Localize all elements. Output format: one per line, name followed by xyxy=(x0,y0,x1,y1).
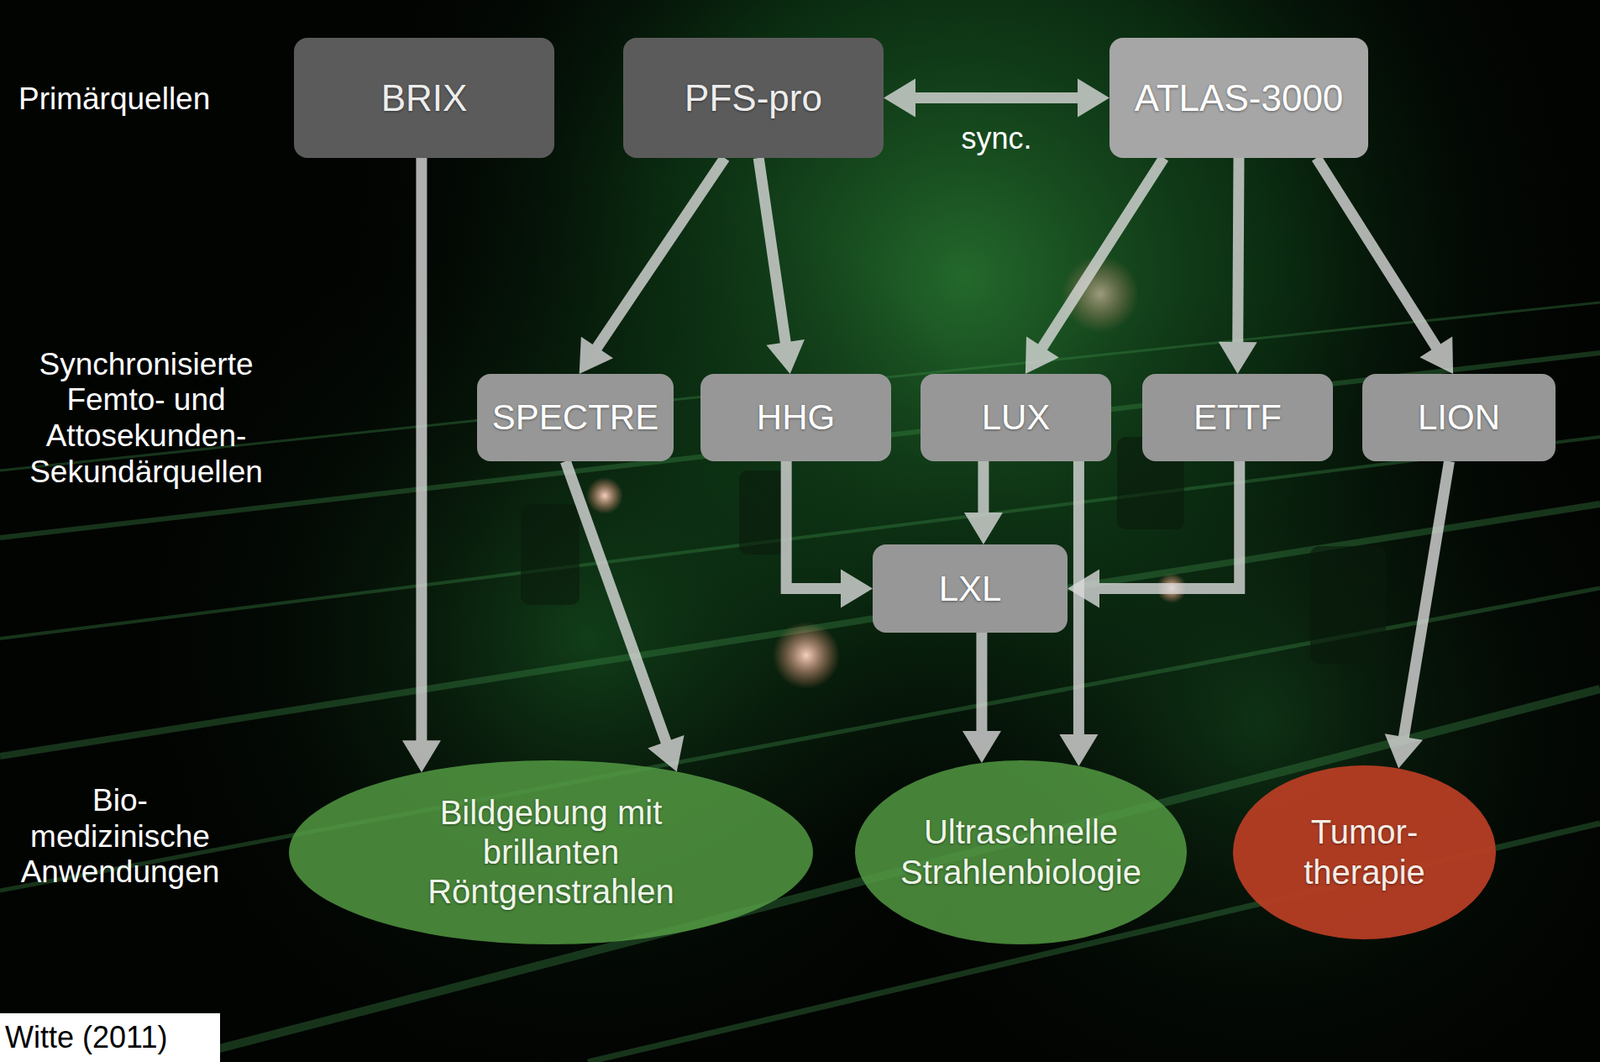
node-text: Tumor- therapie xyxy=(1264,812,1465,892)
connector-arrow xyxy=(758,157,805,374)
arrow-head xyxy=(962,730,1002,763)
connector-arrow xyxy=(1316,157,1454,374)
connector-arrow xyxy=(883,78,1110,118)
arrow-head xyxy=(883,78,916,118)
connector-arrow xyxy=(1067,461,1240,609)
node-text: SPECTRE xyxy=(492,396,659,439)
node-text: LXL xyxy=(939,567,1002,610)
source-citation: Witte (2011) xyxy=(5,1019,216,1055)
citation-patch xyxy=(0,1012,221,1062)
connector-arrow xyxy=(962,632,1002,763)
source-box: LXL xyxy=(872,544,1068,633)
arrow-head xyxy=(579,336,614,374)
connector-arrow xyxy=(579,157,725,374)
connector-line xyxy=(1238,157,1239,349)
row-label: Synchronisierte Femto- und Attosekunden-… xyxy=(20,346,273,490)
connector-arrow xyxy=(565,461,684,772)
application-ellipse: Ultraschnelle Strahlenbiologie xyxy=(855,760,1187,945)
connector-line xyxy=(593,157,725,353)
connector-arrow xyxy=(964,461,1003,545)
connector-line xyxy=(1038,157,1164,352)
connector-arrow xyxy=(1218,157,1258,374)
arrow-head xyxy=(964,512,1003,545)
lamp-light xyxy=(586,477,624,515)
source-box: ATLAS-3000 xyxy=(1109,37,1369,158)
source-box: LION xyxy=(1362,373,1556,462)
connector-line xyxy=(415,157,427,747)
ellipse-outline xyxy=(1232,765,1496,940)
arrow-head xyxy=(402,739,441,772)
connector-line xyxy=(1073,461,1085,740)
connector-line xyxy=(786,461,847,589)
connector-arrow xyxy=(402,157,441,772)
node-text: LION xyxy=(1417,396,1501,439)
source-box: PFS-pro xyxy=(623,37,884,158)
node-text: Ultraschnelle Strahlenbiologie xyxy=(895,812,1148,892)
connector-line xyxy=(977,461,989,520)
ellipse-fill xyxy=(855,760,1187,945)
connector-arrow xyxy=(1384,461,1450,769)
application-ellipse: Bildgebung mit brillanten Röntgenstrahle… xyxy=(288,760,814,945)
node-text: LUX xyxy=(981,396,1051,439)
ellipse-outline xyxy=(855,760,1187,945)
row-label: Primärquellen xyxy=(18,81,246,118)
connector-line xyxy=(975,632,987,738)
ellipse-fill xyxy=(1232,765,1496,940)
connector-line xyxy=(758,157,787,349)
connector-line xyxy=(908,92,1084,104)
source-box: HHG xyxy=(700,373,892,462)
arrow-head xyxy=(1218,341,1258,374)
optical-mounts xyxy=(520,436,1386,664)
arrow-head xyxy=(765,339,805,374)
source-box: ETTF xyxy=(1142,373,1333,462)
arrow-head xyxy=(1059,734,1098,766)
ellipse-fill xyxy=(288,760,814,945)
arrow-head xyxy=(647,734,684,772)
node-text: ETTF xyxy=(1193,396,1282,439)
connector-line xyxy=(1402,461,1449,744)
source-box: SPECTRE xyxy=(477,373,674,462)
edge-label: sync. xyxy=(960,120,1032,156)
arrow-head xyxy=(840,569,873,609)
arrow-head xyxy=(1077,78,1110,118)
connector-arrow xyxy=(786,461,873,609)
optical-table-rails xyxy=(0,302,1600,1062)
application-ellipse: Tumor- therapie xyxy=(1232,765,1496,940)
arrow-head xyxy=(1384,733,1423,768)
connector-line xyxy=(565,461,668,748)
connector-arrow xyxy=(1025,157,1165,374)
source-box: BRIX xyxy=(293,37,555,158)
node-text: PFS-pro xyxy=(684,76,823,121)
arrow-head xyxy=(1419,336,1454,374)
arrow-head xyxy=(1025,336,1060,374)
source-box: LUX xyxy=(920,373,1112,462)
node-text: BRIX xyxy=(381,76,468,121)
connector-line xyxy=(1316,157,1439,352)
row-label: Bio- medizinische Anwendungen xyxy=(15,782,226,891)
connector-line xyxy=(1092,461,1239,589)
node-text: Bildgebung mit brillanten Röntgenstrahle… xyxy=(393,792,709,913)
lamp-light xyxy=(772,621,840,689)
node-text: ATLAS-3000 xyxy=(1134,76,1344,121)
node-text: HHG xyxy=(756,396,835,439)
